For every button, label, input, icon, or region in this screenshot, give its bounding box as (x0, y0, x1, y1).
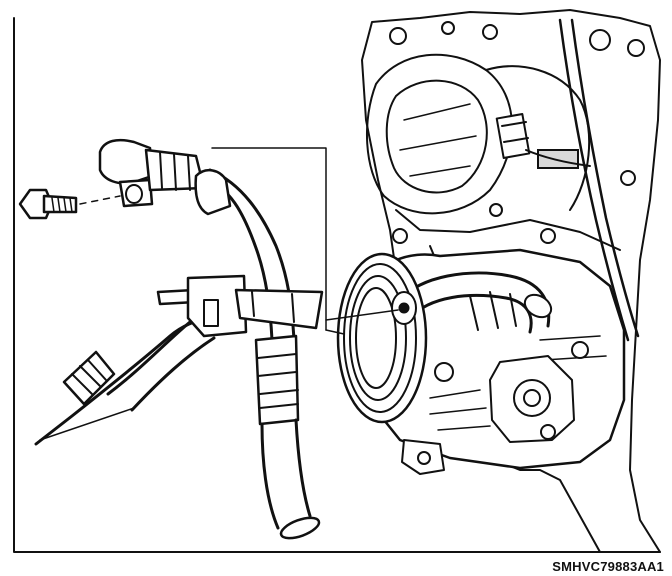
figure-code: SMHVC79883AA1 (552, 559, 664, 574)
frame (13, 17, 661, 553)
hose-lower (254, 334, 321, 540)
hose-left (34, 316, 216, 446)
hose-left-fitting (62, 274, 248, 406)
leader-lines (39, 147, 399, 441)
compressor-pulley (336, 252, 428, 424)
hose-fitting-upper (98, 138, 206, 208)
bolt (18, 188, 121, 220)
hose-clamp (234, 288, 324, 330)
